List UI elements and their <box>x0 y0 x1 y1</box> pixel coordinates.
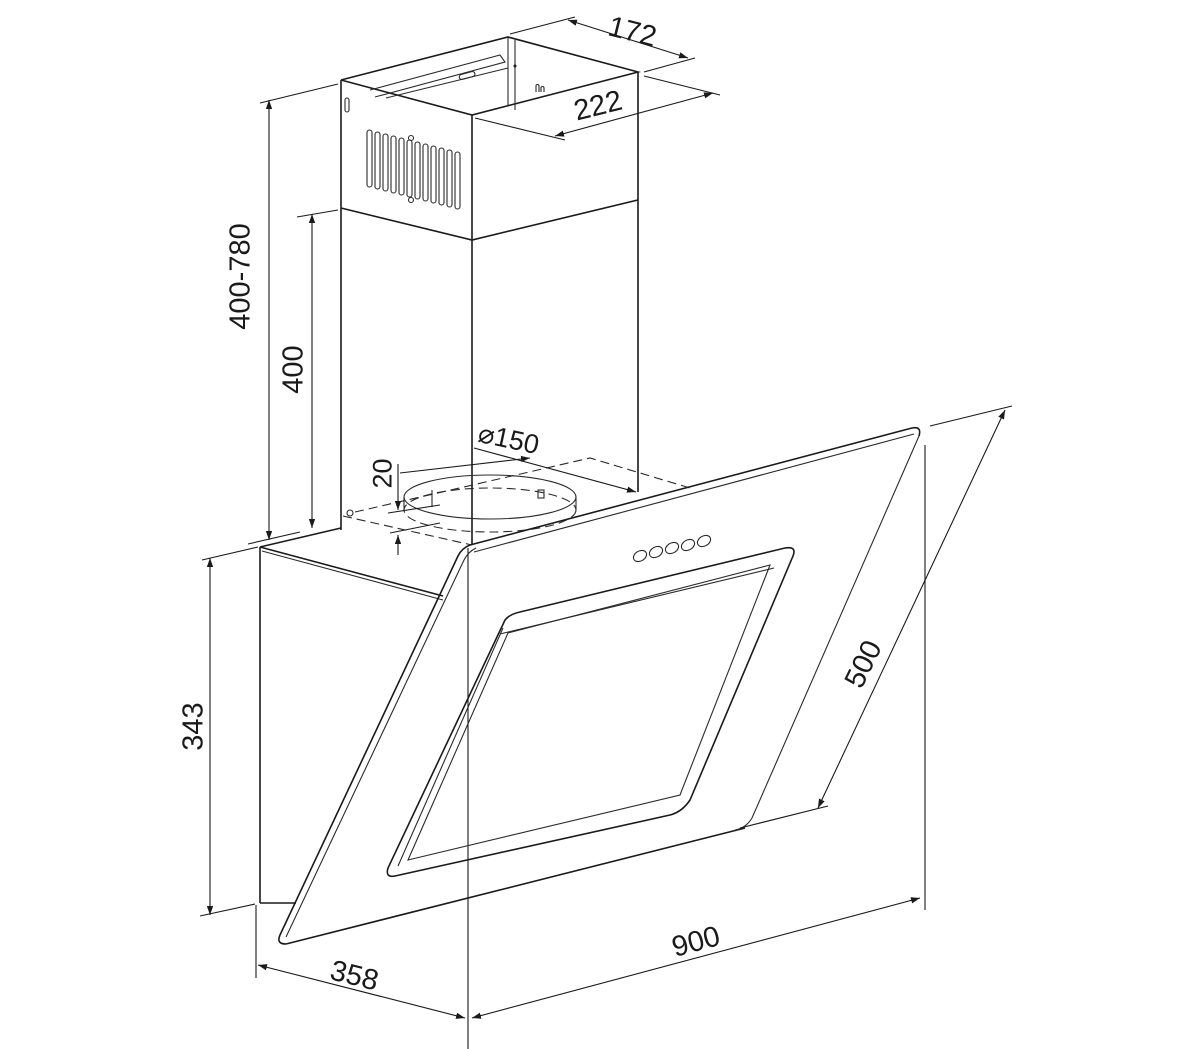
button-4[interactable] <box>679 537 696 553</box>
label-20: 20 <box>367 458 398 489</box>
button-1[interactable] <box>631 548 648 564</box>
dim-222 <box>474 75 721 141</box>
dim-500 <box>739 405 1013 829</box>
label-343: 343 <box>177 702 210 751</box>
glass-front-panel <box>278 426 926 1049</box>
dim-172 <box>509 16 696 73</box>
dim-343 <box>199 546 259 917</box>
vent-slots-icon <box>366 129 461 210</box>
control-buttons <box>631 533 712 564</box>
label-400: 400 <box>277 345 310 394</box>
button-2[interactable] <box>647 544 664 560</box>
hood-body-top <box>259 457 691 601</box>
lower-chimney <box>340 199 639 545</box>
dim-400-780 <box>247 83 339 545</box>
dim-20 <box>387 464 441 555</box>
hood-side-body <box>259 547 296 904</box>
dim-900 <box>471 897 921 1019</box>
dim-400 <box>296 209 339 528</box>
label-400-780: 400-780 <box>224 223 257 330</box>
filter-frame <box>386 546 795 878</box>
dim-diameter-150 <box>399 447 637 493</box>
dim-358 <box>255 905 466 1019</box>
upper-chimney <box>340 36 642 240</box>
button-5[interactable] <box>695 533 712 549</box>
button-3[interactable] <box>663 540 680 556</box>
